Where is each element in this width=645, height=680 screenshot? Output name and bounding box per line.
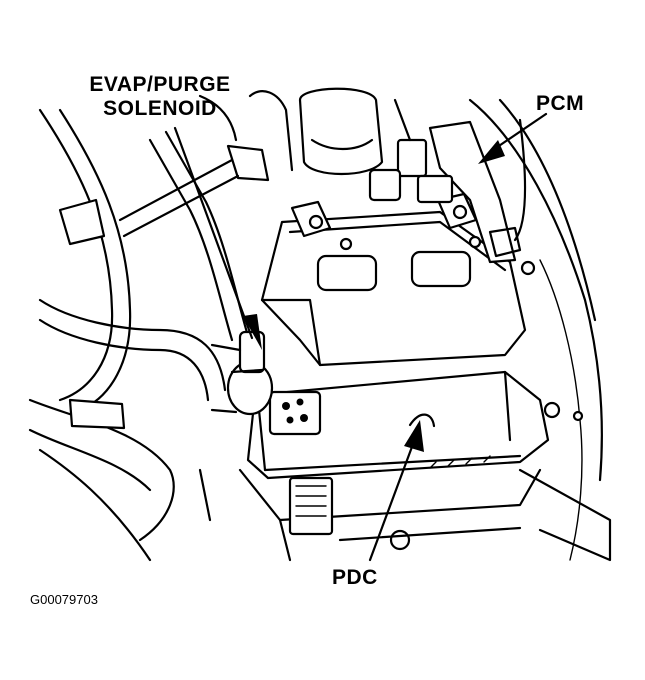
evap-purge-solenoid-label: EVAP/PURGE SOLENOID [70, 73, 250, 121]
evap-arrow-icon [243, 314, 262, 350]
hoses [28, 108, 250, 562]
figure-id: G00079703 [30, 592, 98, 607]
intake-components [198, 87, 412, 182]
pdc-label: PDC [332, 566, 378, 589]
evap-label-line1: EVAP/PURGE [89, 73, 231, 96]
pdc-arrow-icon [404, 420, 424, 452]
pdc-box [238, 370, 550, 562]
battery [260, 192, 527, 367]
pcm-label: PCM [536, 92, 585, 115]
evap-label-line2: SOLENOID [103, 97, 217, 120]
bolt-icon [389, 529, 411, 551]
misc-hardware [198, 401, 584, 551]
evap-leader-line [173, 126, 254, 340]
pcm-arrow-icon [478, 140, 505, 164]
leader-lines [173, 112, 548, 562]
battery-cap-right [410, 250, 472, 288]
pdc-leader-line [368, 434, 418, 562]
pcm-module [368, 118, 536, 276]
battery-cap-left [316, 254, 378, 292]
pdc-cover-latch [268, 390, 322, 436]
